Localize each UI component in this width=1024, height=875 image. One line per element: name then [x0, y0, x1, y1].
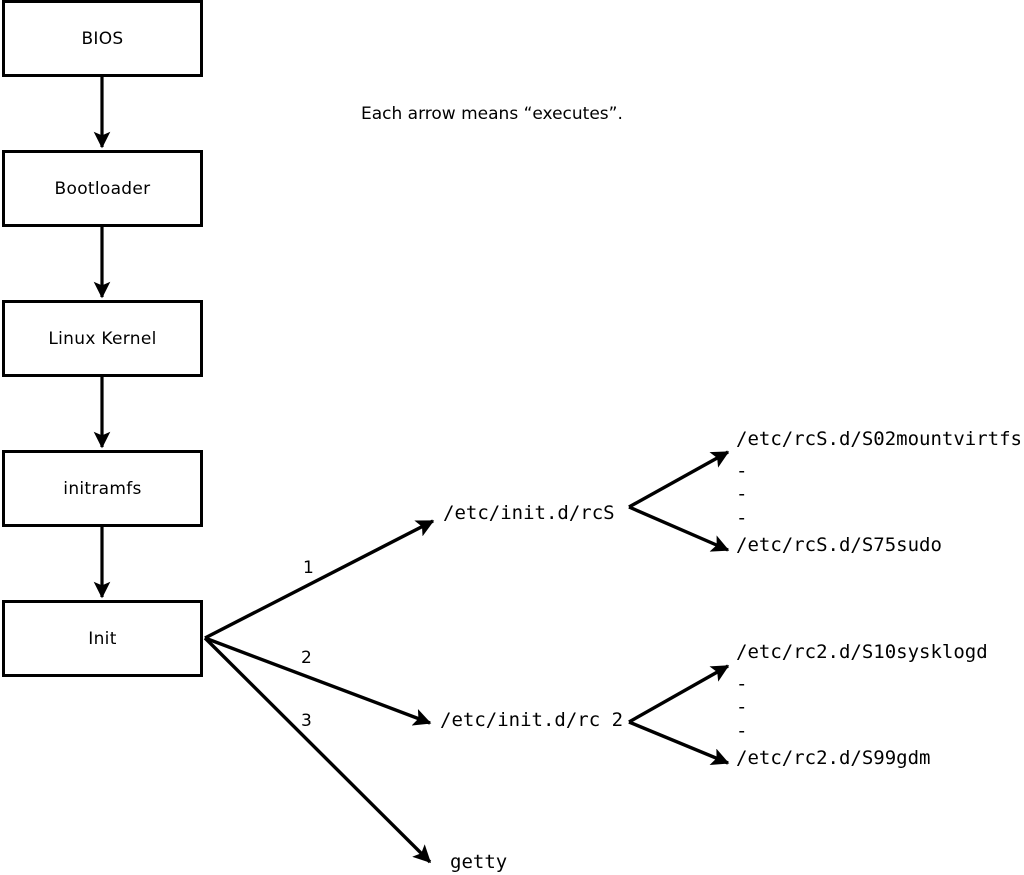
rc2-ellipsis-dash-2: -: [736, 696, 748, 718]
node-init: Init: [2, 600, 203, 677]
arrow-init-to-rcS: [204, 519, 435, 640]
label-init-d-rc2: /etc/init.d/rc 2: [440, 709, 624, 731]
label-rc2-last-script: /etc/rc2.d/S99gdm: [736, 747, 931, 769]
arrow-rc2-to-last-script: [628, 720, 730, 765]
edge-label-2: 2: [301, 648, 312, 668]
arrow-init-to-getty: [203, 636, 432, 864]
rcS-ellipsis-dash-3: -: [736, 507, 748, 529]
node-linux-kernel: Linux Kernel: [2, 300, 203, 377]
arrow-rc2-to-first-script: [628, 664, 730, 724]
label-rc2-first-script: /etc/rc2.d/S10sysklogd: [736, 641, 988, 663]
rc2-ellipsis-dash-3: -: [736, 720, 748, 742]
node-linux-kernel-label: Linux Kernel: [48, 328, 157, 349]
label-rcS-first-script: /etc/rcS.d/S02mountvirtfs: [736, 428, 1022, 450]
rcS-ellipsis-dash-1: -: [736, 460, 748, 482]
rcS-ellipsis-dash-2: -: [736, 483, 748, 505]
edge-label-3: 3: [301, 711, 312, 731]
node-bootloader: Bootloader: [2, 150, 203, 227]
node-bios-label: BIOS: [81, 28, 124, 49]
label-rcS-last-script: /etc/rcS.d/S75sudo: [736, 534, 942, 556]
arrow-init-to-rc2: [204, 636, 432, 726]
node-init-label: Init: [88, 628, 117, 649]
node-initramfs-label: initramfs: [63, 478, 142, 499]
arrow-rcS-to-last-script: [628, 505, 730, 552]
node-bios: BIOS: [2, 0, 203, 77]
rc2-ellipsis-dash-1: -: [736, 673, 748, 695]
legend-note: Each arrow means “executes”.: [361, 104, 623, 124]
node-bootloader-label: Bootloader: [54, 178, 151, 199]
edge-label-1: 1: [303, 558, 314, 578]
label-init-d-rcS: /etc/init.d/rcS: [443, 502, 615, 524]
arrow-rcS-to-first-script: [628, 450, 730, 509]
label-getty: getty: [450, 851, 508, 873]
node-initramfs: initramfs: [2, 450, 203, 527]
